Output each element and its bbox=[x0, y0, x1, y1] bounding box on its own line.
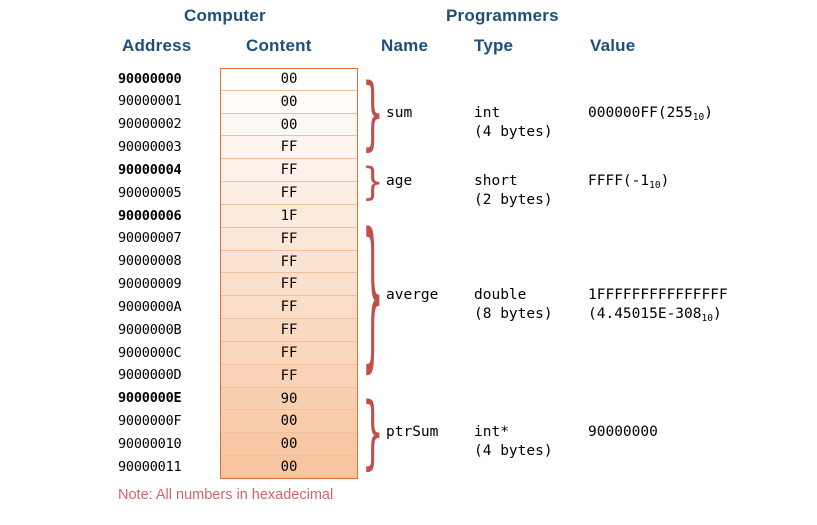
memory-content-cell: FF bbox=[220, 182, 358, 205]
memory-row: 9000000E 90 bbox=[116, 387, 358, 411]
memory-content-cell: FF bbox=[220, 364, 358, 388]
memory-content-cell: FF bbox=[220, 273, 358, 297]
column-header-value: Value bbox=[590, 36, 636, 55]
memory-address: 90000000 bbox=[118, 70, 182, 87]
memory-address: 9000000B bbox=[118, 321, 182, 338]
memory-row: 90000004 FF bbox=[116, 159, 358, 183]
memory-row: 90000011 00 bbox=[116, 456, 358, 479]
column-header-address: Address bbox=[122, 36, 192, 55]
variable-value: 1FFFFFFFFFFFFFFF (4.45015E-30810) bbox=[588, 286, 728, 325]
memory-address: 90000002 bbox=[118, 116, 182, 133]
variable-type-size: (4 bytes) bbox=[474, 123, 553, 140]
memory-row: 9000000C FF bbox=[116, 341, 358, 365]
variable-value: 90000000 bbox=[588, 423, 658, 442]
group-header-programmers: Programmers bbox=[446, 6, 559, 25]
variable-type-name: int bbox=[474, 104, 501, 121]
column-header-type: Type bbox=[474, 36, 514, 55]
memory-row: 90000007 FF bbox=[116, 227, 358, 251]
memory-address: 90000005 bbox=[118, 184, 182, 201]
memory-address: 90000011 bbox=[118, 458, 182, 475]
variable-name: sum bbox=[386, 104, 413, 121]
memory-row: 90000003 FF bbox=[116, 136, 358, 160]
column-header-content: Content bbox=[246, 36, 312, 55]
variable-value-line1: FFFF(-110) bbox=[588, 173, 670, 192]
memory-content-cell: 00 bbox=[220, 410, 358, 434]
memory-content-cell: 90 bbox=[220, 387, 358, 411]
radix-subscript: 10 bbox=[692, 111, 705, 123]
memory-row: 90000005 FF bbox=[116, 182, 358, 205]
memory-content-cell: 00 bbox=[220, 433, 358, 457]
variable-type-name: int* bbox=[474, 424, 509, 441]
memory-content-cell: FF bbox=[220, 136, 358, 160]
variable-value: FFFF(-110) bbox=[588, 172, 669, 192]
memory-row: 9000000D FF bbox=[116, 364, 358, 388]
memory-content-cell: 00 bbox=[220, 113, 358, 137]
memory-content-cell: FF bbox=[220, 227, 358, 251]
variable-type: double (8 bytes) bbox=[474, 286, 553, 324]
memory-row: 90000010 00 bbox=[116, 433, 358, 457]
note-text: Note: All numbers in hexadecimal bbox=[118, 487, 334, 503]
variable-type-name: double bbox=[474, 287, 527, 304]
memory-content-cell: FF bbox=[220, 159, 358, 183]
memory-content-cell: FF bbox=[220, 296, 358, 320]
variable-type-size: (2 bytes) bbox=[474, 192, 553, 209]
memory-row: 90000008 FF bbox=[116, 250, 358, 274]
curly-brace-ptrSum: } bbox=[362, 389, 384, 477]
memory-address: 90000007 bbox=[118, 230, 182, 247]
radix-subscript: 10 bbox=[701, 313, 713, 325]
memory-address: 90000001 bbox=[118, 93, 182, 110]
radix-subscript: 10 bbox=[649, 180, 661, 192]
memory-address: 9000000A bbox=[118, 298, 182, 315]
variable-name: age bbox=[386, 173, 413, 190]
memory-row: 90000009 FF bbox=[116, 273, 358, 297]
curly-brace-age: } bbox=[362, 161, 384, 203]
curly-brace-sum: } bbox=[362, 70, 384, 158]
memory-row: 9000000B FF bbox=[116, 319, 358, 342]
memory-content-cell: FF bbox=[220, 250, 358, 274]
variable-value-line1: 000000FF(25510) bbox=[588, 104, 713, 123]
memory-row: 9000000F 00 bbox=[116, 410, 358, 434]
variable-type-size: (4 bytes) bbox=[474, 443, 553, 460]
memory-row: 90000001 00 bbox=[116, 90, 358, 114]
memory-address: 90000008 bbox=[118, 253, 182, 270]
memory-row: 9000000A FF bbox=[116, 296, 358, 320]
memory-content-cell: 00 bbox=[220, 90, 358, 114]
memory-address: 90000003 bbox=[118, 139, 182, 156]
memory-row: 90000002 00 bbox=[116, 113, 358, 137]
memory-content-cell: 00 bbox=[220, 456, 358, 479]
variable-type: short (2 bytes) bbox=[474, 172, 553, 210]
group-header-computer: Computer bbox=[184, 6, 266, 25]
memory-content-cell: FF bbox=[220, 319, 358, 342]
memory-address: 9000000F bbox=[118, 413, 182, 430]
variable-name: ptrSum bbox=[386, 424, 439, 441]
memory-address: 90000004 bbox=[118, 161, 182, 178]
variable-value: 000000FF(25510) bbox=[588, 104, 713, 124]
memory-row: 90000006 1F bbox=[116, 204, 358, 228]
memory-address: 9000000E bbox=[118, 390, 182, 407]
memory-content-cell: 00 bbox=[220, 68, 358, 91]
memory-content-cell: FF bbox=[220, 341, 358, 365]
memory-address: 9000000C bbox=[118, 344, 182, 361]
memory-address: 9000000D bbox=[118, 367, 182, 384]
curly-brace-averge: } bbox=[362, 207, 384, 386]
variable-type: int (4 bytes) bbox=[474, 104, 553, 142]
memory-row: 90000000 00 bbox=[116, 68, 358, 91]
memory-address: 90000010 bbox=[118, 435, 182, 452]
memory-address: 90000009 bbox=[118, 276, 182, 293]
variable-value-line1: 1FFFFFFFFFFFFFFF bbox=[588, 287, 728, 304]
variable-type-name: short bbox=[474, 173, 518, 190]
memory-content-cell: 1F bbox=[220, 204, 358, 228]
memory-address: 90000006 bbox=[118, 207, 182, 224]
variable-name: averge bbox=[386, 287, 439, 304]
variable-value-line2: (4.45015E-30810) bbox=[588, 306, 722, 325]
variable-value-line1: 90000000 bbox=[588, 424, 658, 441]
variable-type-size: (8 bytes) bbox=[474, 306, 553, 323]
variable-type: int* (4 bytes) bbox=[474, 423, 553, 461]
column-header-name: Name bbox=[381, 36, 429, 55]
